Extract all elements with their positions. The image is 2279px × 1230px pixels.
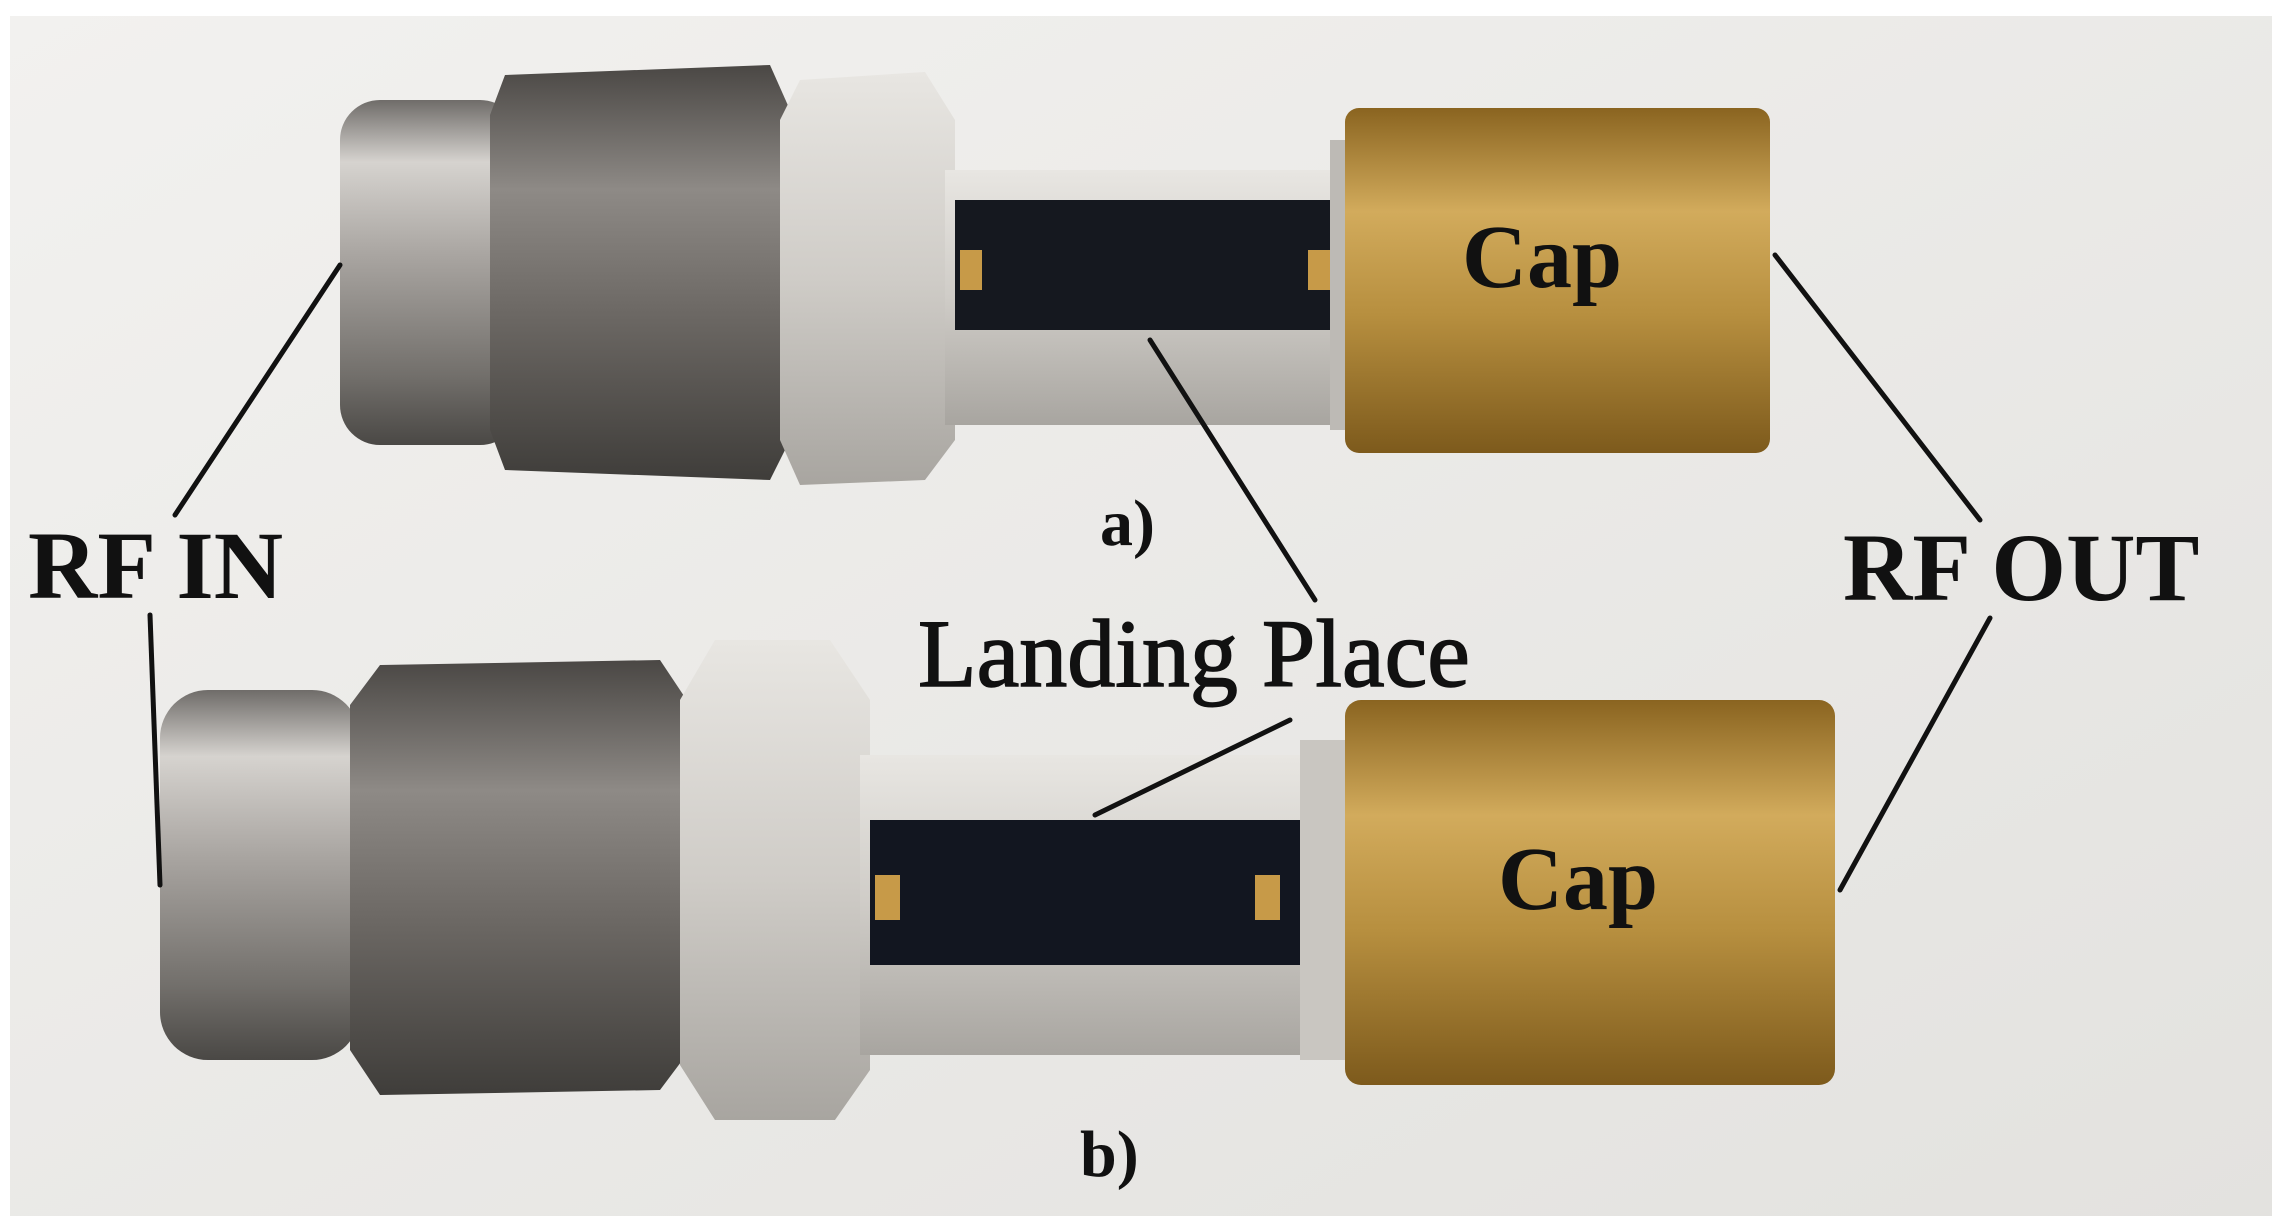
landing-place-label: Landing Place	[917, 600, 1470, 707]
connector-b-aluminum-nut	[680, 640, 870, 1120]
connector-b-cap	[1345, 700, 1835, 1085]
leader-rf-out-to-a	[1772, 252, 1983, 523]
rf-in-label: RF IN	[28, 512, 284, 619]
leader-landing-to-b	[1092, 717, 1293, 818]
connector-b-pin-right	[1255, 875, 1280, 920]
connector-a-aluminum-nut	[780, 72, 955, 485]
cap-label-top: Cap	[1462, 208, 1623, 307]
connector-a	[340, 65, 1770, 485]
leader-landing-to-a	[1147, 337, 1318, 603]
leader-lines	[147, 252, 1993, 893]
rf-out-label: RF OUT	[1843, 514, 2200, 621]
cap-label-bottom: Cap	[1498, 830, 1659, 929]
connector-a-chip-window	[955, 200, 1335, 330]
connector-a-pin-right	[1308, 250, 1330, 290]
connector-b-hex-nut	[350, 660, 690, 1095]
connector-b	[160, 640, 1835, 1120]
connector-a-rf-in-end	[340, 100, 520, 445]
connector-b-collar	[1300, 740, 1345, 1060]
connector-a-cap	[1345, 108, 1770, 453]
connector-b-pin-left	[875, 875, 900, 920]
connector-a-pin-left	[960, 250, 982, 290]
connector-b-rf-in-end	[160, 690, 360, 1060]
leader-rf-in-to-a	[172, 262, 343, 518]
leader-rf-in-to-b	[147, 612, 163, 888]
connector-b-chip-window	[870, 820, 1300, 965]
panel-label-b: b)	[1080, 1118, 1139, 1191]
connector-a-hex-nut	[490, 65, 790, 480]
panel-label-a: a)	[1100, 487, 1155, 560]
leader-rf-out-to-b	[1837, 615, 1993, 893]
